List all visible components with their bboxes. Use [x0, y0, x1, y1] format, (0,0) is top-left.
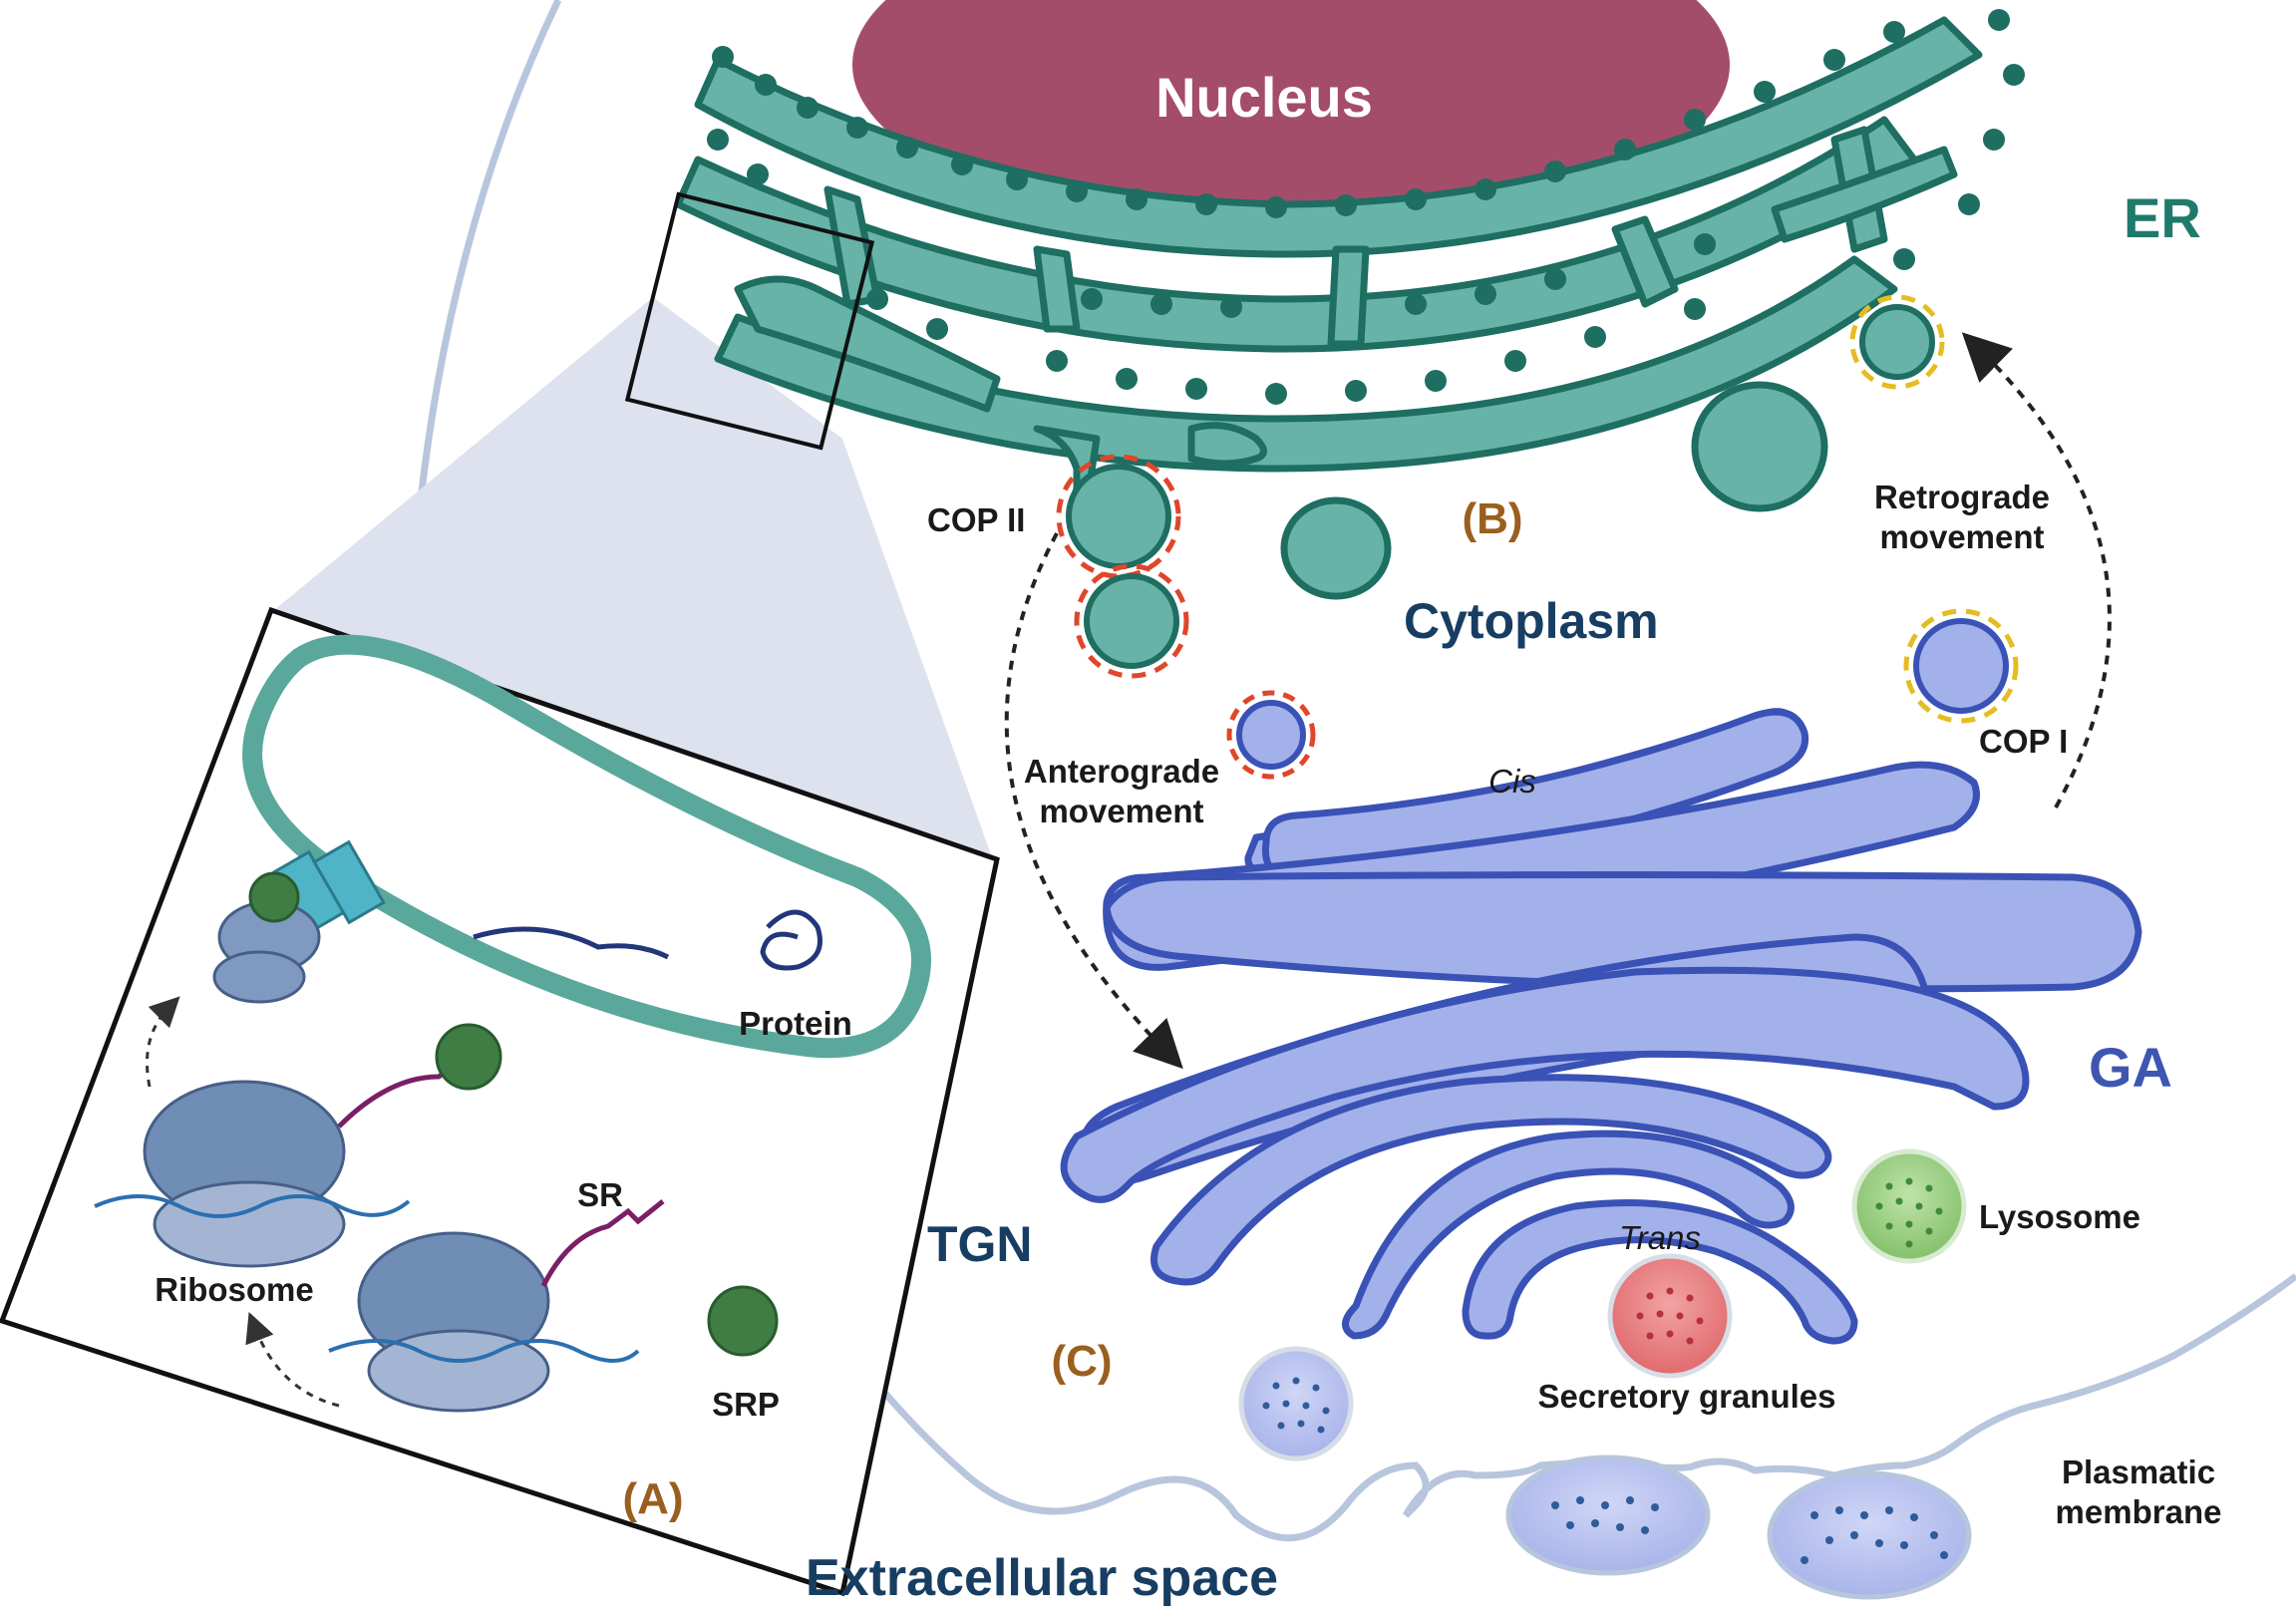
panel-c-label: (C) — [1051, 1337, 1112, 1386]
anterograde-label-line1: Anterograde — [1024, 753, 1219, 790]
er-ribosome-dots — [707, 9, 2025, 405]
retrograde-label-line1: Retrograde — [1874, 479, 2050, 515]
sr-label: SR — [577, 1176, 623, 1213]
plasmatic-label-line2: membrane — [2056, 1493, 2222, 1530]
retrograde-label-line2: movement — [1879, 518, 2044, 555]
er-vesicle — [1280, 496, 1392, 600]
polypeptide-chain — [473, 926, 670, 960]
anterograde-arrow — [1004, 532, 1183, 1070]
inset-arrow — [146, 996, 180, 1088]
plasmatic-label-line1: Plasmatic — [2062, 1454, 2215, 1490]
cop2-label: COP II — [927, 501, 1025, 538]
trans-label: Trans — [1619, 1219, 1701, 1256]
nucleus-label: Nucleus — [1155, 66, 1373, 129]
cis-label: Cis — [1488, 763, 1536, 800]
signal-peptide — [540, 1199, 665, 1288]
ribosome-label: Ribosome — [155, 1271, 314, 1308]
retrograde-arrow — [1961, 332, 2112, 808]
cytoplasm-label: Cytoplasm — [1404, 593, 1659, 649]
exocytic-vesicles — [1505, 1454, 1972, 1600]
anterograde-label-line2: movement — [1039, 793, 1203, 829]
panel-b-label: (B) — [1462, 494, 1522, 543]
nucleus — [852, 0, 1730, 234]
endoplasmic-reticulum — [674, 16, 1983, 512]
srp-particle — [248, 871, 779, 1357]
zoom-cone — [274, 297, 992, 857]
cop2-vesicles — [1056, 454, 1316, 780]
cop1-vesicles — [1849, 294, 2019, 724]
protein-label: Protein — [739, 1005, 852, 1042]
mrna-strand — [328, 1339, 640, 1363]
cell-boundary — [415, 0, 562, 519]
protein-glyph — [760, 909, 822, 971]
secretory-granule — [1607, 1253, 1733, 1379]
plasma-membrane — [824, 1273, 2296, 1542]
lysosome-label: Lysosome — [1979, 1198, 2140, 1235]
lysosome — [1851, 1148, 1967, 1264]
zoom-source-box — [624, 191, 875, 451]
cop1-label: COP I — [1979, 723, 2068, 760]
golgi-apparatus — [1060, 708, 2142, 1345]
inset-arrow — [245, 1312, 340, 1408]
ribosome-middle — [143, 1080, 346, 1268]
extracellular-label: Extracellular space — [806, 1549, 1278, 1607]
ga-label: GA — [2089, 1036, 2172, 1099]
srp-label: SRP — [712, 1386, 780, 1423]
er-label: ER — [2124, 186, 2201, 249]
mrna-strand — [94, 1194, 411, 1218]
er-lumen-loop — [242, 634, 931, 1059]
tgn-label: TGN — [927, 1216, 1033, 1272]
ribosome-lower — [357, 1231, 550, 1413]
translocon — [272, 839, 386, 935]
secretory-label: Secretory granules — [1538, 1378, 1836, 1415]
blue-granule — [1238, 1346, 1354, 1461]
panel-a-label: (A) — [622, 1474, 683, 1523]
